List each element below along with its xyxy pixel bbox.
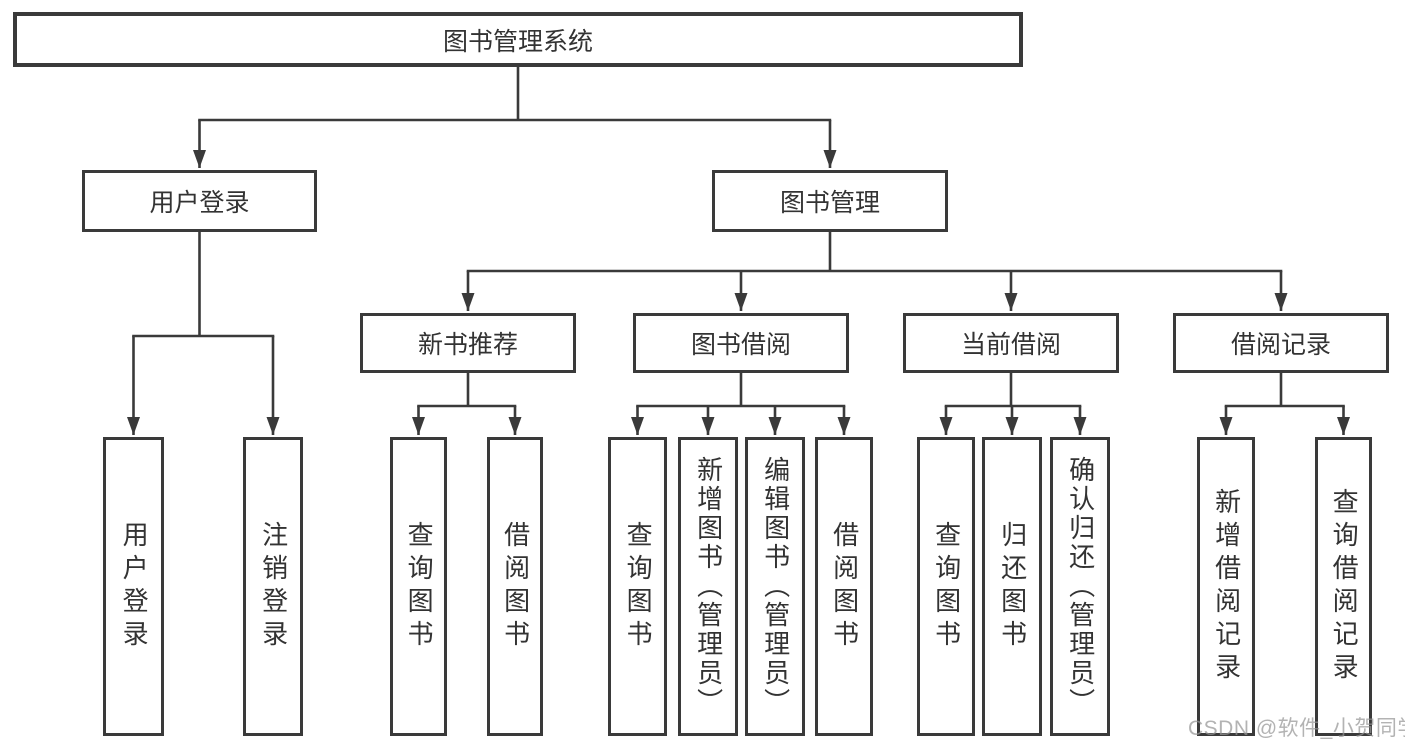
leaf-add-book-admin: 新增图书（管理员） [678, 437, 738, 736]
node-new-book-recommendation: 新书推荐 [360, 313, 576, 373]
node-current-borrowing: 当前借阅 [903, 313, 1119, 373]
leaf-label: 确认归还（管理员） [1065, 456, 1096, 717]
leaf-edit-book-admin: 编辑图书（管理员） [745, 437, 805, 736]
leaf-label: 编辑图书（管理员） [760, 456, 791, 717]
leaf-label: 新增图书（管理员） [693, 456, 724, 717]
leaf-logout: 注销登录 [243, 437, 303, 736]
leaf-borrow-books: 借阅图书 [815, 437, 873, 736]
leaf-borrow-books-recommend: 借阅图书 [487, 437, 543, 736]
leaf-label: 查询借阅记录 [1329, 487, 1360, 686]
node-user-login: 用户登录 [82, 170, 317, 232]
leaf-user-login: 用户登录 [103, 437, 164, 736]
leaf-label: 查询图书 [931, 520, 962, 653]
leaf-label: 借阅图书 [829, 520, 860, 653]
leaf-query-borrow-record: 查询借阅记录 [1315, 437, 1372, 736]
leaf-label: 用户登录 [119, 520, 150, 653]
leaf-label: 归还图书 [997, 520, 1028, 653]
leaf-label: 注销登录 [258, 520, 289, 653]
leaf-label: 查询图书 [404, 520, 435, 653]
node-book-management: 图书管理 [712, 170, 948, 232]
leaf-query-books-recommend: 查询图书 [390, 437, 447, 736]
node-library-management-system: 图书管理系统 [13, 12, 1023, 67]
leaf-confirm-return-admin: 确认归还（管理员） [1050, 437, 1110, 736]
leaf-return-book: 归还图书 [982, 437, 1042, 736]
leaf-label: 新增借阅记录 [1211, 487, 1242, 686]
leaf-query-books-borrow: 查询图书 [608, 437, 667, 736]
leaf-add-borrow-record: 新增借阅记录 [1197, 437, 1255, 736]
node-book-borrowing: 图书借阅 [633, 313, 849, 373]
node-borrowing-records: 借阅记录 [1173, 313, 1389, 373]
leaf-label: 查询图书 [623, 520, 654, 653]
leaf-label: 借阅图书 [500, 520, 531, 653]
leaf-query-books-current: 查询图书 [917, 437, 975, 736]
csdn-watermark: CSDN @软件_小贺同学 [1188, 717, 1405, 740]
